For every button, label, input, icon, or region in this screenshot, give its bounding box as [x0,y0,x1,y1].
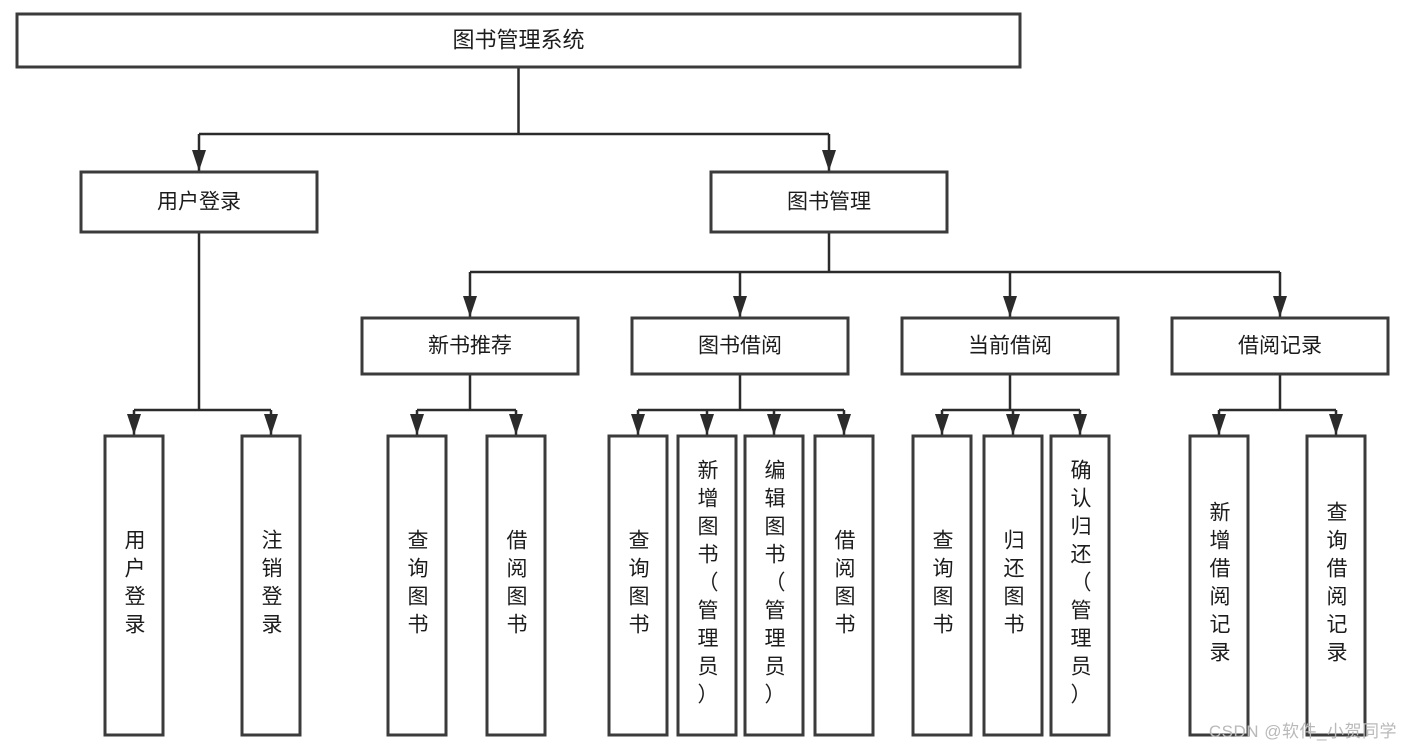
arrow-head-icon [127,414,141,435]
node-label-leaf-query-book-1: 查询图书 [408,530,429,637]
node-leaf-query-book-3[interactable]: 查询图书 [911,434,973,737]
node-box-book-manage[interactable] [709,170,949,234]
node-box-leaf-query-book-2[interactable] [607,434,669,737]
node-box-leaf-add-book[interactable] [676,434,738,737]
node-leaf-query-record[interactable]: 查询借阅记录 [1305,434,1367,737]
node-label-book-manage: 图书管理 [787,191,871,214]
node-user-login[interactable]: 用户登录 [79,170,319,234]
node-leaf-add-book[interactable]: 新增图书（管理员） [676,434,738,737]
node-label-borrow-record: 借阅记录 [1238,335,1322,358]
arrow-head-icon [631,414,645,435]
node-book-manage[interactable]: 图书管理 [709,170,949,234]
node-box-book-borrow[interactable] [630,316,850,376]
node-box-leaf-borrow-book-1[interactable] [485,434,547,737]
arrow-head-icon [767,414,781,435]
node-label-leaf-add-book: 新增图书（管理员） [698,460,719,707]
arrow-head-icon [700,414,714,435]
watermark-text: CSDN @软件_小贺同学 [1208,722,1397,741]
node-leaf-edit-book[interactable]: 编辑图书（管理员） [743,434,805,737]
node-box-leaf-borrow-book-2[interactable] [813,434,875,737]
arrow-head-icon [192,150,206,171]
node-leaf-query-book-1[interactable]: 查询图书 [386,434,448,737]
node-label-leaf-logout: 注销登录 [262,530,283,637]
arrow-head-icon [1212,414,1226,435]
node-root[interactable]: 图书管理系统 [15,12,1022,69]
connectors-layer [127,67,1343,435]
nodes-layer: 图书管理系统用户登录图书管理新书推荐图书借阅当前借阅借阅记录用户登录注销登录查询… [15,12,1390,737]
node-new-book-recommend[interactable]: 新书推荐 [360,316,580,376]
node-box-borrow-record[interactable] [1170,316,1390,376]
node-leaf-borrow-book-1[interactable]: 借阅图书 [485,434,547,737]
node-leaf-logout[interactable]: 注销登录 [240,434,302,737]
node-label-leaf-query-book-3: 查询图书 [933,530,954,637]
node-label-leaf-user-login: 用户登录 [125,530,146,637]
node-box-leaf-confirm-return[interactable] [1049,434,1111,737]
node-box-leaf-query-book-3[interactable] [911,434,973,737]
node-book-borrow[interactable]: 图书借阅 [630,316,850,376]
node-box-new-book-recommend[interactable] [360,316,580,376]
arrow-head-icon [1329,414,1343,435]
node-label-leaf-query-book-2: 查询图书 [629,530,650,637]
node-leaf-borrow-book-2[interactable]: 借阅图书 [813,434,875,737]
node-label-leaf-confirm-return: 确认归还（管理员） [1071,460,1092,707]
node-box-current-borrow[interactable] [900,316,1120,376]
arrow-head-icon [935,414,949,435]
arrow-head-icon [463,296,477,317]
arrow-head-icon [1006,414,1020,435]
arrow-head-icon [264,414,278,435]
node-box-root[interactable] [15,12,1022,69]
node-leaf-query-book-2[interactable]: 查询图书 [607,434,669,737]
node-current-borrow[interactable]: 当前借阅 [900,316,1120,376]
node-box-leaf-query-record[interactable] [1305,434,1367,737]
node-leaf-add-record[interactable]: 新增借阅记录 [1188,434,1250,737]
node-label-leaf-edit-book: 编辑图书（管理员） [765,460,786,707]
node-leaf-confirm-return[interactable]: 确认归还（管理员） [1049,434,1111,737]
node-box-leaf-edit-book[interactable] [743,434,805,737]
node-label-leaf-query-record: 查询借阅记录 [1327,502,1348,665]
arrow-head-icon [410,414,424,435]
arrow-head-icon [1073,414,1087,435]
node-label-leaf-return-book: 归还图书 [1004,530,1025,637]
arrow-head-icon [837,414,851,435]
arrow-head-icon [1273,296,1287,317]
node-label-book-borrow: 图书借阅 [698,335,782,358]
node-label-current-borrow: 当前借阅 [968,335,1052,358]
node-label-leaf-add-record: 新增借阅记录 [1210,502,1231,665]
node-label-root: 图书管理系统 [452,27,584,52]
node-box-user-login[interactable] [79,170,319,234]
node-box-leaf-query-book-1[interactable] [386,434,448,737]
arrow-head-icon [509,414,523,435]
node-label-user-login: 用户登录 [157,191,241,214]
node-label-new-book-recommend: 新书推荐 [428,335,512,358]
node-label-leaf-borrow-book-2: 借阅图书 [835,530,856,637]
node-box-leaf-logout[interactable] [240,434,302,737]
arrow-head-icon [822,150,836,171]
node-box-leaf-return-book[interactable] [982,434,1044,737]
node-label-leaf-borrow-book-1: 借阅图书 [507,530,528,637]
node-leaf-return-book[interactable]: 归还图书 [982,434,1044,737]
arrow-head-icon [1003,296,1017,317]
node-borrow-record[interactable]: 借阅记录 [1170,316,1390,376]
node-box-leaf-user-login[interactable] [103,434,165,737]
node-leaf-user-login[interactable]: 用户登录 [103,434,165,737]
node-box-leaf-add-record[interactable] [1188,434,1250,737]
arrow-head-icon [733,296,747,317]
